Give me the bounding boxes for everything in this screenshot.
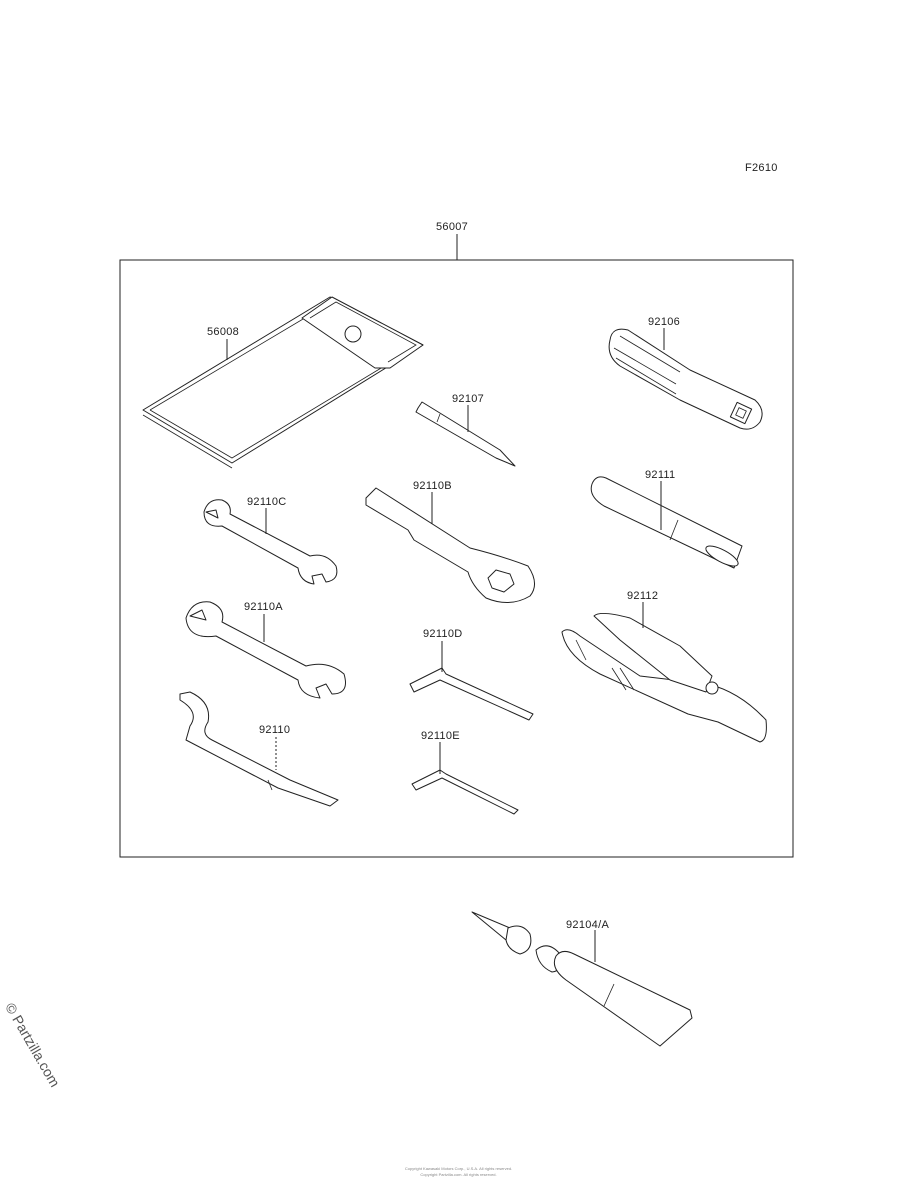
part-label-92110e: 92110E xyxy=(421,730,460,742)
kit-frame xyxy=(119,259,794,858)
kit-label: 56007 xyxy=(436,221,468,233)
part-label-92110d: 92110D xyxy=(423,628,463,640)
part-label-92112: 92112 xyxy=(627,590,658,602)
pliers-drawing xyxy=(561,612,767,743)
extension-bar-drawing xyxy=(590,476,743,569)
part-label-92110a: 92110A xyxy=(244,601,283,613)
hex-key-92110d-drawing xyxy=(409,667,534,721)
hex-key-92110e-drawing xyxy=(411,769,519,815)
ring-spanner-drawing xyxy=(365,487,535,603)
part-label-56008: 56008 xyxy=(207,326,239,338)
figure-code: F2610 xyxy=(745,162,778,174)
screwdriver-bit-drawing xyxy=(415,401,516,467)
footer-line: Copyright Kawasaki Motors Corp., U.S.A. … xyxy=(404,1166,513,1171)
part-label-92110b: 92110B xyxy=(413,480,452,492)
part-label-92111: 92111 xyxy=(645,469,675,481)
part-label-92104a: 92104/A xyxy=(566,919,609,931)
wrench-92110a-drawing xyxy=(185,601,346,699)
part-label-92110c: 92110C xyxy=(247,496,287,508)
hook-wrench-drawing xyxy=(179,691,339,807)
wrench-92110c-drawing xyxy=(203,499,338,585)
grease-tube-drawing xyxy=(471,911,693,1047)
footer-line: Copyright Partzilla.com. All rights rese… xyxy=(420,1172,497,1177)
tool-pouch-drawing xyxy=(142,296,424,469)
part-label-92107: 92107 xyxy=(452,393,484,405)
part-label-92106: 92106 xyxy=(648,316,680,328)
screwdriver-handle-drawing xyxy=(608,328,763,430)
copyright-footer: Copyright Kawasaki Motors Corp., U.S.A. … xyxy=(300,1166,617,1178)
part-label-92110: 92110 xyxy=(259,724,290,736)
